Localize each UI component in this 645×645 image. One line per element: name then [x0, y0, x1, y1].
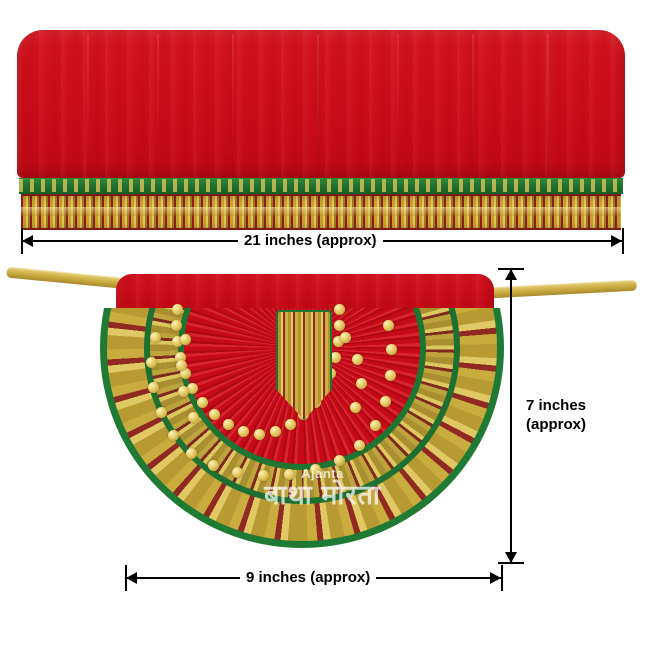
dim-cap-bottom — [498, 562, 524, 564]
top-garment-chunri — [17, 30, 625, 230]
dim-arrow-right — [490, 572, 501, 584]
dimension-label-width-top: 21 inches (approx) — [238, 232, 383, 250]
dimension-label-height-bottom: 7 inches (approx) — [520, 396, 593, 434]
gold-tie-left — [6, 266, 127, 289]
dim-arrow-up — [505, 269, 517, 280]
fabric-fold — [157, 34, 159, 178]
dimension-label-width-bottom: 9 inches (approx) — [240, 569, 377, 587]
bottom-garment-blouse: Ajanta बाथा मोरता — [0, 262, 645, 572]
dim-arrow-left — [22, 235, 33, 247]
fabric-fold — [397, 34, 399, 178]
gold-zari-border — [21, 194, 621, 230]
fabric-fold — [87, 34, 89, 178]
dimension-label-height-line2: (approx) — [526, 416, 587, 433]
dim-arrow-left — [126, 572, 137, 584]
dim-line — [510, 269, 512, 563]
green-picot-trim — [19, 178, 623, 194]
top-garment-body — [17, 30, 625, 178]
dim-arrow-down — [505, 552, 517, 563]
dimension-label-height-line1: 7 inches — [526, 397, 587, 414]
fabric-fold — [547, 34, 549, 178]
dim-cap-right — [501, 565, 503, 591]
dim-arrow-right — [611, 235, 622, 247]
fabric-fold — [317, 34, 319, 178]
fabric-fold — [472, 34, 474, 178]
gold-tie-right — [476, 279, 638, 299]
fabric-fold — [232, 34, 234, 178]
dim-cap-right — [622, 228, 624, 254]
